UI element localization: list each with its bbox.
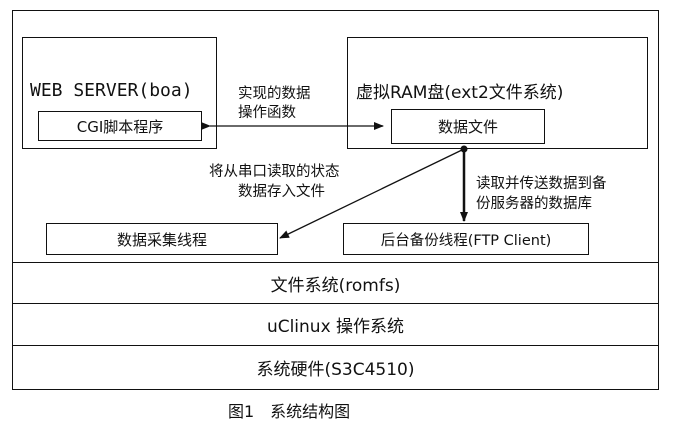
backup-thread-box: 后台备份线程(FTP Client) xyxy=(343,223,589,255)
data-collect-thread-box: 数据采集线程 xyxy=(46,223,278,255)
collect-to-datafile-arrow xyxy=(279,148,465,239)
impl-annotation-line1: 实现的数据 xyxy=(238,86,311,102)
layer-divider-1 xyxy=(12,262,659,263)
filesystem-layer: 文件系统(romfs) xyxy=(270,275,401,296)
os-layer: uClinux 操作系统 xyxy=(266,316,405,337)
impl-annotation-line2: 操作函数 xyxy=(238,105,296,121)
serial-annotation-line2: 数据存入文件 xyxy=(238,184,325,200)
layer-divider-2 xyxy=(12,303,659,304)
ram-disk-title: 虚拟RAM盘(ext2文件系统) xyxy=(356,83,564,103)
hardware-layer: 系统硬件(S3C4510) xyxy=(256,359,415,380)
web-server-title: WEB SERVER(boa) xyxy=(30,80,193,101)
figure-caption: 图1 系统结构图 xyxy=(228,402,351,421)
layer-divider-3 xyxy=(12,345,659,346)
backup-annotation-line2: 份服务器的数据库 xyxy=(476,196,592,212)
serial-annotation-line1: 将从串口读取的状态 xyxy=(209,164,340,180)
backup-annotation-line1: 读取并传送数据到备 xyxy=(476,176,607,192)
data-file-box: 数据文件 xyxy=(391,109,545,144)
